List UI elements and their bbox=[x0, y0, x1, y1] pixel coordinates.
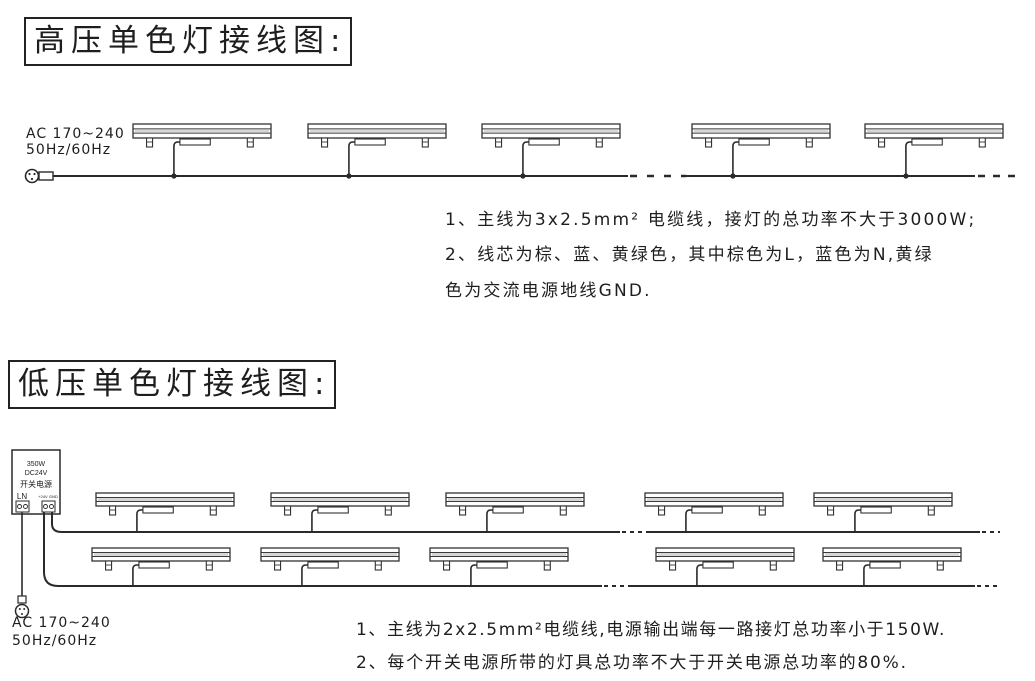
lv-fixture-lower bbox=[429, 547, 569, 586]
lv-cable-lower bbox=[43, 512, 602, 587]
hv-plug-icon bbox=[24, 168, 54, 184]
lv-fixture-lower bbox=[260, 547, 400, 586]
lv-cable-upper bbox=[51, 512, 620, 533]
hv-fixtures bbox=[132, 123, 1004, 179]
lv-note-2: 2、每个开关电源所带的灯具总功率不大于开关电源总功率的80%. bbox=[356, 653, 908, 673]
lv-source-frequency: 50Hz/60Hz bbox=[12, 633, 98, 649]
hv-title: 高压单色灯接线图: bbox=[24, 17, 353, 66]
hv-note-1: 1、主线为3x2.5mm² 电缆线，接灯的总功率不大于3000W; bbox=[445, 210, 977, 230]
lv-fixture-upper bbox=[644, 492, 784, 532]
lv-fixture-lower bbox=[655, 547, 795, 586]
psu-input-terminals bbox=[15, 500, 30, 513]
psu-name-label: 开关电源 bbox=[20, 479, 52, 489]
lv-fixture-upper bbox=[270, 492, 410, 532]
hv-source-voltage: AC 170~240 bbox=[26, 126, 125, 142]
psu-voltage-label: DC24V bbox=[25, 470, 48, 477]
psu-power-label: 350W bbox=[27, 461, 46, 468]
lv-fixture-upper bbox=[95, 492, 235, 532]
hv-note-2: 2、线芯为棕、蓝、黄绿色，其中棕色为L，蓝色为N,黄绿 bbox=[445, 245, 934, 265]
hv-fixture bbox=[307, 123, 447, 179]
hv-fixture bbox=[864, 123, 1004, 179]
psu-box: 350W DC24V 开关电源 LN +24V GND bbox=[11, 449, 61, 515]
lv-fixture-upper bbox=[813, 492, 953, 532]
psu-output-terminals bbox=[41, 500, 56, 513]
lv-fixture-lower bbox=[822, 547, 962, 586]
lv-fixture-upper bbox=[445, 492, 585, 532]
hv-note-3: 色为交流电源地线GND. bbox=[445, 281, 652, 301]
hv-fixture bbox=[132, 123, 272, 179]
psu-terminal-out-label: +24V GND bbox=[38, 494, 58, 499]
hv-source-frequency: 50Hz/60Hz bbox=[26, 142, 112, 158]
lv-title: 低压单色灯接线图: bbox=[8, 360, 337, 409]
lv-note-1: 1、主线为2x2.5mm²电缆线,电源输出端每一路接灯总功率小于150W. bbox=[356, 620, 946, 640]
lv-source-voltage: AC 170~240 bbox=[12, 615, 111, 631]
lv-plug-icon bbox=[14, 595, 30, 619]
lv-fixtures bbox=[91, 492, 962, 586]
lv-fixture-lower bbox=[91, 547, 231, 586]
hv-fixture bbox=[481, 123, 621, 179]
psu-terminal-ln-label: LN bbox=[17, 492, 27, 501]
hv-fixture bbox=[691, 123, 831, 179]
